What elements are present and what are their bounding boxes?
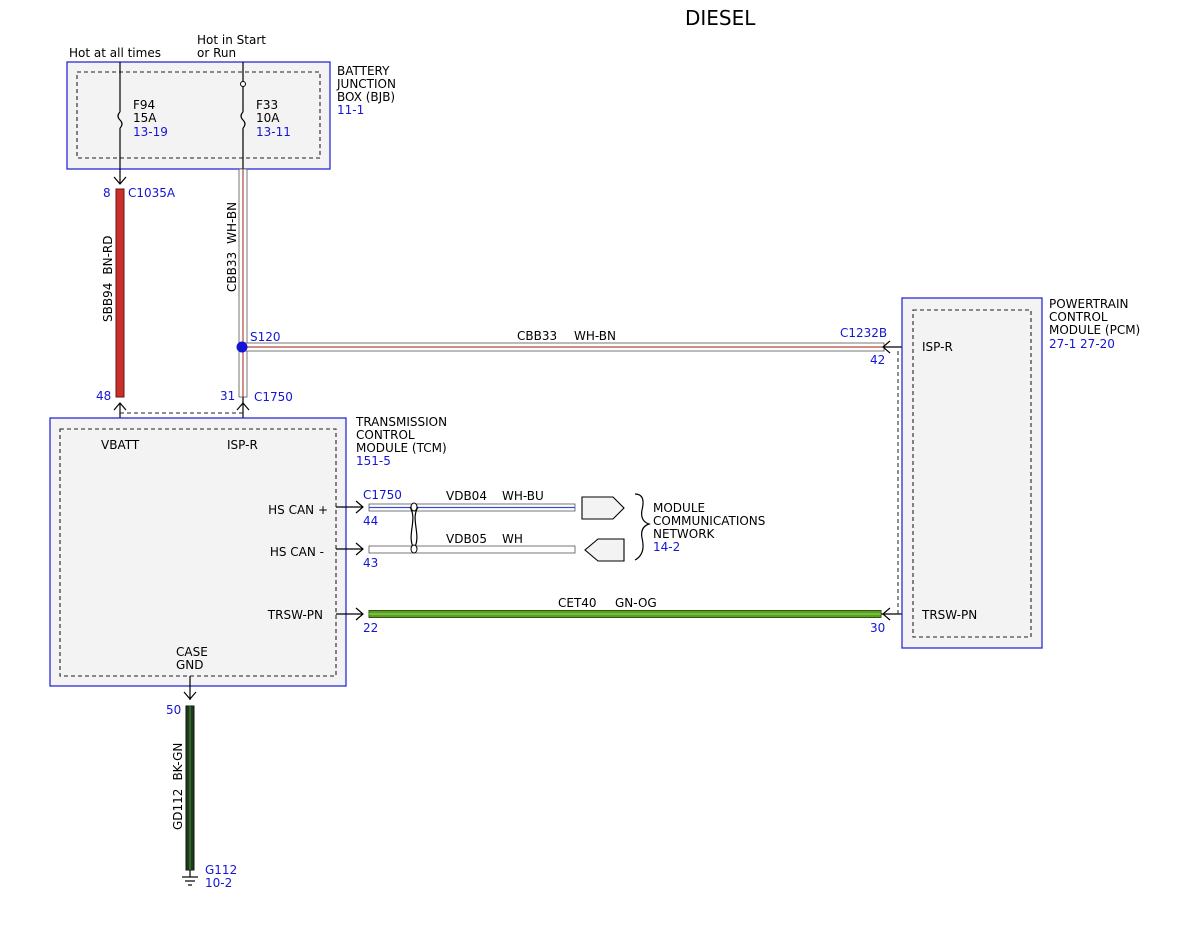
fuse-f94-ref: 13-19 (133, 125, 168, 139)
ground-g112-name: G112 (205, 863, 237, 877)
cbb33-vertical-label: CBB33 WH-BN (225, 202, 239, 292)
c1232b-pin-trsw: 30 (870, 621, 885, 635)
pcm-module (901, 297, 1043, 649)
c1750-pin-case: 50 (166, 703, 181, 717)
pcm-pin-ispr: ISP-R (922, 340, 953, 354)
pcm-pin-trsw: TRSW-PN (921, 608, 977, 622)
c1750-pin-hscan-minus: 43 (363, 556, 378, 570)
pcm-name-3: MODULE (PCM) (1049, 323, 1140, 337)
fuse-f33-ref: 13-11 (256, 125, 291, 139)
battery-junction-box: BATTERY JUNCTION BOX (BJB) 11-1 (66, 61, 396, 170)
network-plus-arrow-icon (581, 496, 625, 520)
c1035a-name: C1035A (128, 186, 176, 200)
bjb-name-2: JUNCTION (336, 77, 396, 91)
tcm-pin-trsw: TRSW-PN (267, 608, 323, 622)
tcm-name-2: CONTROL (356, 428, 415, 442)
tcm-pin-case: CASE (176, 645, 208, 659)
hot-in-start-label: Hot in Start (197, 33, 266, 47)
c1232b-pin-isp: 42 (870, 353, 885, 367)
network-name-3: NETWORK (653, 527, 716, 541)
diagram-title: DIESEL (685, 6, 756, 30)
fuse-f33-rating: 10A (256, 111, 280, 125)
cbb33-horizontal-wire (242, 342, 885, 352)
vdb05-circuit: VDB05 (446, 532, 487, 546)
hot-at-all-times-label: Hot at all times (69, 46, 161, 60)
cbb33-vertical-color: WH-BN (225, 202, 239, 244)
ground-g112-ref: 10-2 (205, 876, 232, 890)
c1232b-isp-connector-icon (882, 340, 891, 354)
twisted-pair-icon (409, 502, 419, 554)
c1750-hscan-plus-connector-icon (355, 500, 364, 514)
tcm-module (49, 417, 347, 687)
cbb33-horizontal-color: WH-BN (574, 329, 616, 343)
network-name-1: MODULE (653, 501, 705, 515)
hot-in-start-label-2: or Run (197, 46, 236, 60)
cet40-color: GN-OG (615, 596, 657, 610)
c1750-pin-trsw: 22 (363, 621, 378, 635)
sbb94-label: SBB94 BN-RD (101, 236, 115, 322)
c1750-name: C1750 (254, 390, 293, 404)
bjb-name-3: BOX (BJB) (337, 90, 395, 104)
fuse-f94-id: F94 (133, 98, 155, 112)
gd112-color: BK-GN (171, 743, 185, 781)
fuse-f33-icon (240, 111, 246, 129)
tcm-ref: 151-5 (356, 454, 391, 468)
network-brace-icon (634, 493, 651, 561)
fuse-f33-id: F33 (256, 98, 278, 112)
splice-s120-name: S120 (250, 330, 281, 344)
c1750-trsw-connector-icon (355, 607, 364, 621)
cbb33-vertical-circuit: CBB33 (225, 252, 239, 292)
cet40-circuit: CET40 (558, 596, 597, 610)
vdb05-wire (368, 545, 576, 554)
f33-terminal-icon (240, 81, 246, 87)
network-name-2: COMMUNICATIONS (653, 514, 765, 528)
pcm-ref: 27-1 27-20 (1049, 337, 1115, 351)
c1750-pin-ispr: 31 (220, 389, 235, 403)
tcm-name-1: TRANSMISSION (355, 415, 447, 429)
network-ref: 14-2 (653, 540, 680, 554)
tcm-pin-hscan-plus: HS CAN + (268, 503, 328, 517)
c1750-hscan-minus-connector-icon (355, 542, 364, 556)
c1232b-trsw-connector-icon (882, 607, 891, 621)
tcm-pin-ispr: ISP-R (227, 438, 258, 452)
vdb04-color: WH-BU (502, 489, 544, 503)
bjb-ref: 11-1 (337, 103, 364, 117)
vdb05-color: WH (502, 532, 523, 546)
tcm-pin-vbatt: VBATT (101, 438, 140, 452)
sbb94-wire (115, 188, 125, 398)
vdb04-circuit: VDB04 (446, 489, 487, 503)
c1750-pin-hscan-plus: 44 (363, 514, 378, 528)
vdb04-wire (368, 503, 576, 512)
network-minus-arrow-icon (584, 538, 625, 562)
tcm-name-3: MODULE (TCM) (356, 441, 447, 455)
sbb94-circuit: SBB94 (101, 283, 115, 322)
c1232b-name: C1232B (840, 326, 887, 340)
splice-s120-icon (236, 341, 248, 353)
sbb94-color: BN-RD (101, 236, 115, 275)
c1035a-pin: 8 (103, 186, 111, 200)
ground-symbol-icon (182, 876, 198, 886)
c1750-can-name: C1750 (363, 488, 402, 502)
fuse-f94-icon (117, 111, 123, 129)
cbb33-horizontal-circuit: CBB33 (517, 329, 557, 343)
pcm-name-1: POWERTRAIN (1049, 297, 1129, 311)
c1750-pin-vbatt: 48 (96, 389, 111, 403)
gd112-label: GD112 BK-GN (171, 743, 185, 830)
c1035a-connector-icon (113, 176, 127, 185)
c1750-case-connector-icon (183, 691, 197, 700)
gd112-circuit: GD112 (171, 789, 185, 830)
tcm-pin-gnd: GND (176, 658, 204, 672)
tcm-pin-hscan-minus: HS CAN - (270, 545, 324, 559)
bjb-name-1: BATTERY (337, 64, 390, 78)
fuse-f94-rating: 15A (133, 111, 157, 125)
cbb33-vertical-wire (238, 168, 248, 398)
pcm-name-2: CONTROL (1049, 310, 1108, 324)
